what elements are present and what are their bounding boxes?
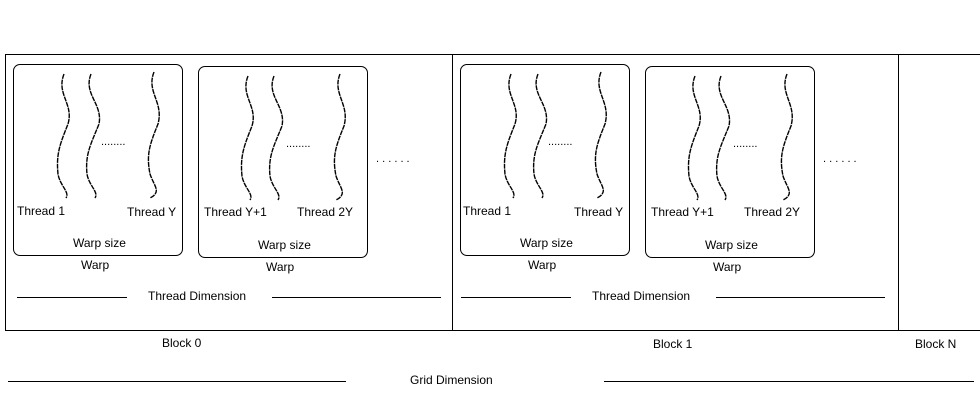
warp-label: Warp <box>266 260 295 274</box>
block-label: Block N <box>915 337 957 351</box>
thread-ellipsis: ........ <box>286 138 311 150</box>
warp-label: Warp <box>81 258 110 272</box>
block-n <box>898 54 980 331</box>
block-label: Block 0 <box>162 336 202 350</box>
thread-dimension-line <box>272 297 441 298</box>
thread-wave <box>85 73 101 199</box>
warp-size-label: Warp size <box>520 236 573 250</box>
grid-dimension-line <box>8 381 346 382</box>
thread-wave <box>147 71 160 199</box>
warp-box <box>645 66 815 258</box>
thread-first-label: Thread Y+1 <box>651 205 714 219</box>
thread-wave <box>532 73 548 199</box>
thread-dimension-label: Thread Dimension <box>148 289 247 303</box>
block-label: Block 1 <box>653 337 693 351</box>
thread-first-label: Thread 1 <box>17 204 66 218</box>
grid-dimension-label: Grid Dimension <box>410 373 493 387</box>
thread-ellipsis: ........ <box>548 136 573 148</box>
thread-wave <box>240 75 254 201</box>
thread-wave <box>503 73 517 199</box>
thread-ellipsis: ........ <box>733 138 758 150</box>
thread-first-label: Thread Y+1 <box>204 205 267 219</box>
warp-size-label: Warp size <box>73 236 126 250</box>
warp-label: Warp <box>528 258 557 272</box>
thread-ellipsis: ........ <box>101 136 126 148</box>
thread-first-label: Thread 1 <box>463 204 512 218</box>
thread-last-label: Thread 2Y <box>297 205 354 219</box>
warp-box <box>198 66 368 258</box>
warp-size-label: Warp size <box>258 238 311 252</box>
thread-wave <box>333 73 346 201</box>
thread-wave <box>268 75 284 201</box>
thread-dimension-line <box>716 297 885 298</box>
thread-wave <box>687 75 701 201</box>
thread-wave <box>780 73 793 201</box>
thread-wave <box>715 75 731 201</box>
more-warps-ellipsis: . . . . . . <box>823 153 857 165</box>
warp-size-label: Warp size <box>705 238 758 252</box>
thread-last-label: Thread Y <box>574 205 624 219</box>
thread-last-label: Thread Y <box>127 205 177 219</box>
thread-wave <box>56 73 70 199</box>
thread-dimension-line <box>461 297 571 298</box>
grid-dimension-line <box>604 381 974 382</box>
thread-wave <box>594 71 607 199</box>
thread-dimension-label: Thread Dimension <box>592 289 691 303</box>
warp-label: Warp <box>713 260 742 274</box>
thread-dimension-line <box>17 297 127 298</box>
thread-last-label: Thread 2Y <box>744 205 801 219</box>
more-warps-ellipsis: . . . . . . <box>376 153 410 165</box>
